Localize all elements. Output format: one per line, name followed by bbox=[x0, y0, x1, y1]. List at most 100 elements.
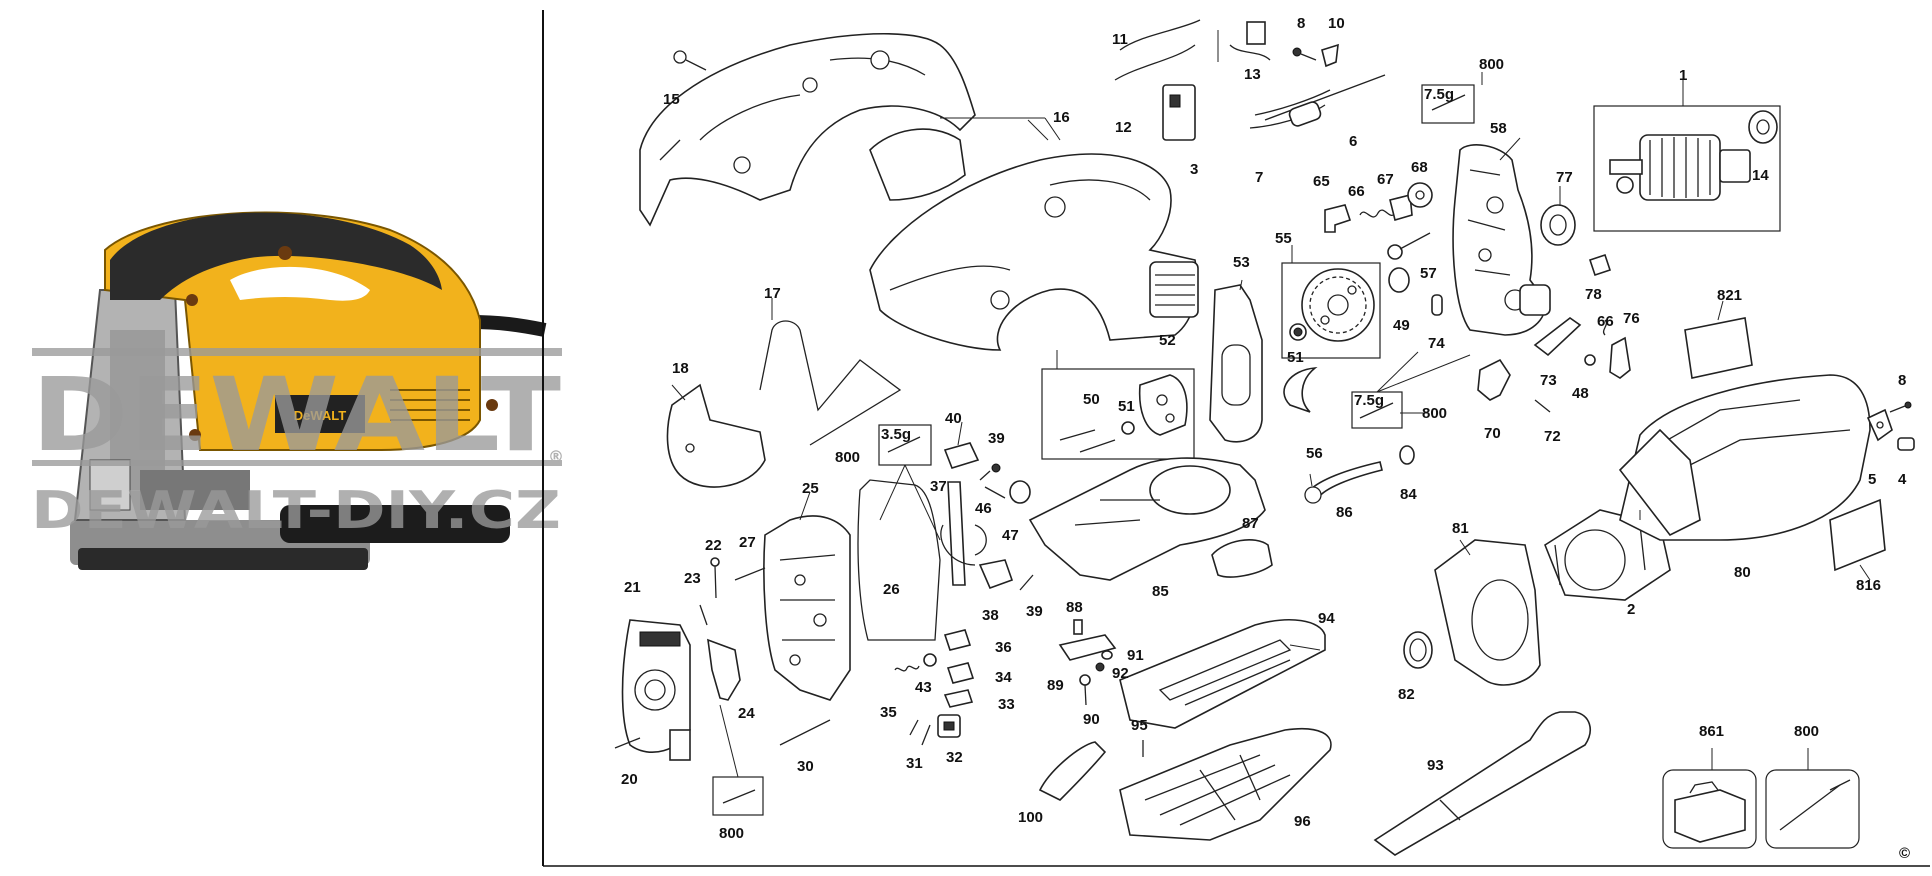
part-5-brush-holder bbox=[1866, 408, 1893, 442]
part-46-pin bbox=[984, 486, 1006, 499]
part-26-gasket bbox=[857, 479, 941, 641]
label-67: 67 bbox=[1377, 171, 1394, 188]
label-40: 40 bbox=[945, 410, 962, 427]
label-21: 21 bbox=[624, 579, 641, 596]
part-100-insert bbox=[1038, 741, 1107, 801]
part-816-label bbox=[1829, 498, 1886, 572]
label-10: 10 bbox=[1328, 15, 1345, 32]
label-4: 4 bbox=[1898, 471, 1907, 488]
part-90-bolt bbox=[1079, 674, 1091, 706]
part-30-screw bbox=[779, 719, 831, 746]
part-25-gearcase bbox=[763, 515, 851, 701]
part-51-small bbox=[1121, 421, 1135, 435]
label-15: 15 bbox=[663, 91, 680, 108]
part-48-clip bbox=[1584, 354, 1596, 366]
case-box bbox=[1662, 769, 1757, 849]
label-33: 33 bbox=[998, 696, 1015, 713]
part-33-pad bbox=[943, 689, 974, 708]
exploded-parts-drawing bbox=[614, 19, 1915, 856]
label-80: 80 bbox=[1734, 564, 1751, 581]
part-821-label bbox=[1684, 317, 1753, 379]
dewalt-watermark: DEWALT ® DEWALT-DIY.CZ bbox=[31, 348, 564, 541]
part-73-arm bbox=[1533, 317, 1582, 357]
part-4-brush bbox=[1897, 437, 1915, 451]
label-47: 47 bbox=[1002, 527, 1019, 544]
part-14-bearing bbox=[1748, 110, 1778, 144]
label-95: 95 bbox=[1131, 717, 1148, 734]
label-91: 91 bbox=[1127, 647, 1144, 664]
label-5: 5 bbox=[1868, 471, 1876, 488]
part-52-yoke bbox=[1138, 374, 1188, 436]
label-87: 87 bbox=[1242, 515, 1259, 532]
part-89-clamp bbox=[1058, 634, 1117, 661]
label-12: 12 bbox=[1115, 119, 1132, 136]
label-66-right: 66 bbox=[1597, 313, 1614, 330]
part-77-bearing bbox=[1540, 204, 1576, 246]
part-39-screw-low bbox=[1019, 574, 1034, 591]
weight-tag-35: 3.5g bbox=[881, 426, 911, 443]
part-15-screw bbox=[673, 50, 707, 71]
part-10-clip bbox=[1321, 43, 1339, 68]
part-40-block bbox=[943, 442, 980, 469]
label-13: 13 bbox=[1244, 66, 1261, 83]
part-8-screw-top bbox=[1292, 47, 1317, 61]
label-800-bottom: 800 bbox=[719, 825, 744, 842]
watermark-brand: DEWALT bbox=[31, 356, 561, 475]
part-35-spring bbox=[894, 665, 920, 672]
plunger-box bbox=[1041, 368, 1195, 460]
label-49: 49 bbox=[1393, 317, 1410, 334]
part-84-bushing bbox=[1399, 445, 1415, 465]
label-1: 1 bbox=[1679, 67, 1687, 84]
label-17: 17 bbox=[764, 285, 781, 302]
part-96-base bbox=[1119, 727, 1332, 841]
label-84: 84 bbox=[1400, 486, 1417, 503]
label-65: 65 bbox=[1313, 173, 1330, 190]
part-80-motor-housing bbox=[1618, 374, 1871, 541]
label-31: 31 bbox=[906, 755, 923, 772]
part-3-switch bbox=[1162, 84, 1196, 141]
label-53: 53 bbox=[1233, 254, 1250, 271]
part-number-labels: 1 2 3 4 5 6 7 8 8 10 11 12 13 14 15 16 1… bbox=[621, 15, 1910, 862]
part-93-dust-tube bbox=[1373, 711, 1591, 856]
label-90: 90 bbox=[1083, 711, 1100, 728]
part-91-washer bbox=[1101, 650, 1113, 660]
label-36: 36 bbox=[995, 639, 1012, 656]
label-8-top: 8 bbox=[1297, 15, 1305, 32]
grease-box-bottom-left bbox=[712, 776, 764, 816]
label-821: 821 bbox=[1717, 287, 1742, 304]
part-57-screw bbox=[1387, 232, 1431, 260]
part-1-armature bbox=[1609, 134, 1751, 201]
part-22-bolt bbox=[710, 557, 720, 599]
part-18-shield bbox=[666, 383, 766, 488]
weight-tag-top: 7.5g bbox=[1424, 86, 1454, 103]
label-800-mid: 800 bbox=[1422, 405, 1447, 422]
label-100: 100 bbox=[1018, 809, 1043, 826]
gear-box bbox=[1281, 262, 1381, 359]
part-92-nut bbox=[1095, 662, 1105, 672]
part-39-screw-top bbox=[979, 463, 1001, 481]
leader-lines bbox=[671, 30, 1871, 770]
label-77: 77 bbox=[1556, 169, 1573, 186]
grease-box-bottom-right bbox=[1765, 769, 1860, 849]
label-70: 70 bbox=[1484, 425, 1501, 442]
part-861-case bbox=[1674, 781, 1746, 843]
weight-tag-mid: 7.5g bbox=[1354, 392, 1384, 409]
label-37: 37 bbox=[930, 478, 947, 495]
part-56-counterweight bbox=[1283, 366, 1318, 413]
label-52: 52 bbox=[1159, 332, 1176, 349]
part-87-knob bbox=[1211, 539, 1273, 578]
part-17-guard bbox=[759, 320, 902, 446]
label-14: 14 bbox=[1752, 167, 1769, 184]
part-27-screw bbox=[734, 567, 766, 581]
label-55: 55 bbox=[1275, 230, 1292, 247]
part-66-spring-right bbox=[1602, 319, 1608, 336]
label-32: 32 bbox=[946, 749, 963, 766]
copyright-mark: © bbox=[1899, 845, 1910, 862]
label-82: 82 bbox=[1398, 686, 1415, 703]
label-39-low: 39 bbox=[1026, 603, 1043, 620]
label-2: 2 bbox=[1627, 601, 1635, 618]
label-18: 18 bbox=[672, 360, 689, 377]
label-800-right: 800 bbox=[1794, 723, 1819, 740]
part-8-screw-right bbox=[1889, 401, 1912, 413]
